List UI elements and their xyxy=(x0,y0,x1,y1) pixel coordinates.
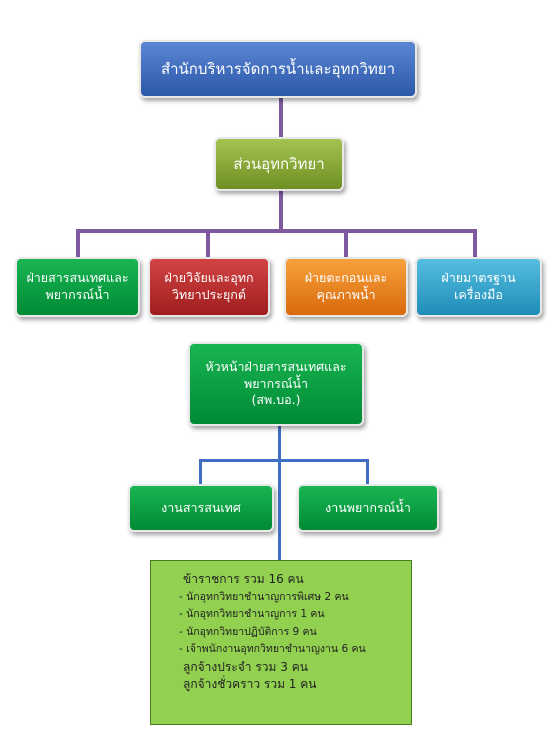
head-of-section-label: หัวหน้าฝ่ายสารสนเทศและ พยากรณ์น้ำ (สพ.บอ… xyxy=(205,358,347,408)
connector-section-3 xyxy=(344,229,348,259)
section-sediment-box: ฝ่ายตะกอนและ คุณภาพน้ำ xyxy=(284,257,408,317)
top-office-box: สำนักบริหารจัดการน้ำและอุทกวิทยา xyxy=(139,40,417,98)
connector-section-4 xyxy=(473,229,477,259)
connector-head-down xyxy=(278,425,281,562)
top-office-label: สำนักบริหารจัดการน้ำและอุทกวิทยา xyxy=(160,59,396,78)
unit-forecast-box: งานพยากรณ์น้ำ xyxy=(297,484,439,532)
section-info-forecast-box: ฝ่ายสารสนเทศและ พยากรณ์น้ำ xyxy=(15,257,140,317)
connector-top-to-division xyxy=(279,97,283,139)
unit-information-box: งานสารสนเทศ xyxy=(128,484,274,532)
staff-detail-line: - เจ้าพนักงานอุทกวิทยาชำนาญงาน 6 คน xyxy=(179,643,366,655)
civil-servants-total: ข้าราชการ รวม 16 คน xyxy=(183,572,304,586)
section-research-box: ฝ่ายวิจัยและอุทก วิทยาประยุกต์ xyxy=(148,257,270,317)
section-standard-box: ฝ่ายมาตรฐาน เครื่องมือ xyxy=(415,257,542,317)
staff-summary-box: ข้าราชการ รวม 16 คน - นักอุทกวิทยาชำนาญก… xyxy=(150,560,412,725)
connector-unit-2 xyxy=(366,459,369,487)
connector-sections-bus xyxy=(76,229,477,233)
staff-detail-line: - นักอุทกวิทยาชำนาญการพิเศษ 2 คน xyxy=(179,590,349,603)
temporary-employees-total: ลูกจ้างชั่วคราว รวม 1 คน xyxy=(183,677,317,691)
unit-information-label: งานสารสนเทศ xyxy=(161,499,241,515)
connector-unit-1 xyxy=(199,459,202,487)
staff-detail-line: - นักอุทกวิทยาปฏิบัติการ 9 คน xyxy=(179,625,317,638)
section-research-label: ฝ่ายวิจัยและอุทก วิทยาประยุกต์ xyxy=(164,270,254,302)
unit-forecast-label: งานพยากรณ์น้ำ xyxy=(325,499,411,515)
division-label: ส่วนอุทกวิทยา xyxy=(233,154,325,173)
connector-section-2 xyxy=(206,229,210,259)
head-of-section-box: หัวหน้าฝ่ายสารสนเทศและ พยากรณ์น้ำ (สพ.บอ… xyxy=(188,342,364,426)
connector-division-down xyxy=(279,190,283,232)
permanent-employees-total: ลูกจ้างประจำ รวม 3 คน xyxy=(183,659,308,674)
staff-detail-line: - นักอุทกวิทยาชำนาญการ 1 คน xyxy=(179,608,325,620)
section-info-forecast-label: ฝ่ายสารสนเทศและ พยากรณ์น้ำ xyxy=(26,270,129,302)
division-box: ส่วนอุทกวิทยา xyxy=(214,137,344,191)
section-sediment-label: ฝ่ายตะกอนและ คุณภาพน้ำ xyxy=(304,270,388,302)
connector-section-1 xyxy=(76,229,80,259)
section-standard-label: ฝ่ายมาตรฐาน เครื่องมือ xyxy=(441,270,516,302)
connector-units-bus xyxy=(199,459,369,462)
